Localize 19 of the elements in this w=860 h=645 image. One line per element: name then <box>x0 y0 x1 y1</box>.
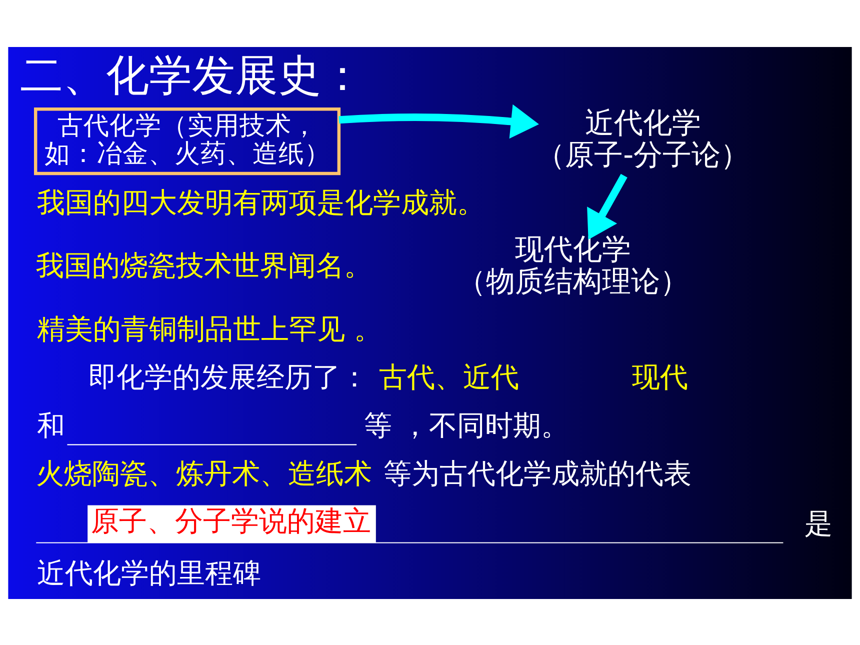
label: 近代化学的里程碑 <box>37 556 262 590</box>
label: 精美的青铜制品世上罕见 。 <box>37 312 382 345</box>
arrow <box>338 104 539 138</box>
label: 和 <box>37 408 66 442</box>
label: 古代、近代 <box>379 360 520 394</box>
label: 等为古代化学成就的代表 <box>383 456 692 490</box>
label: 现代 <box>632 360 688 394</box>
label: 是 <box>804 506 833 540</box>
label: 等 ，不同时期。 <box>364 408 569 442</box>
node-box: 古代化学（实用技术，如：冶金、火药、造纸） <box>34 107 341 175</box>
label: 火烧陶瓷、炼丹术、造纸术 <box>36 456 372 490</box>
node-text: 近代化学 （原子-分子论） <box>536 104 750 171</box>
label: 原子、分子学说的建立 <box>90 504 371 538</box>
label: 我国的烧瓷技术世界闻名。 <box>36 248 372 282</box>
arrow <box>587 173 628 240</box>
label: 我国的四大发明有两项是化学成就。 <box>37 185 486 218</box>
diagram-title: 二、化学发展史： <box>20 50 364 100</box>
node-text: 现代化学 （物质结构理论） <box>457 231 690 298</box>
label: 即化学的发展经历了： <box>88 360 369 394</box>
